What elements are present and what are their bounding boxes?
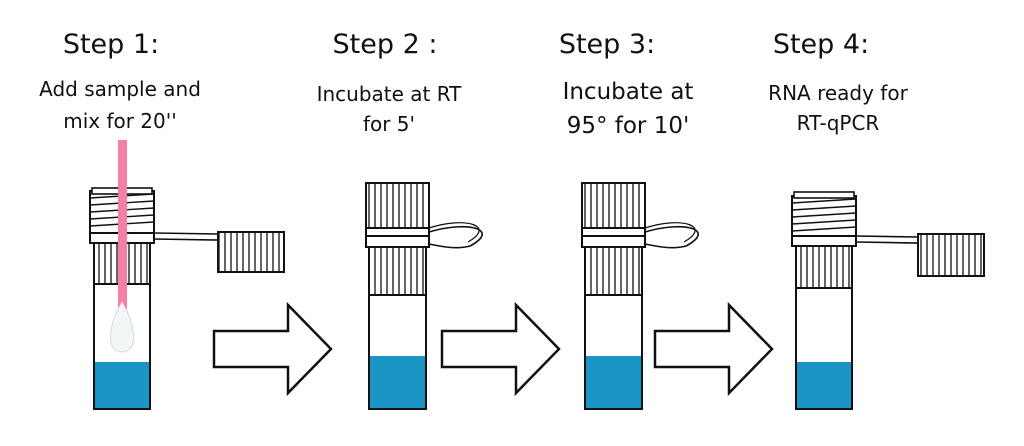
liquid	[586, 356, 641, 408]
liquid	[370, 356, 425, 408]
liquid	[95, 362, 149, 408]
step-2-title: Step 2 :	[333, 29, 438, 60]
step-2-desc-line-2: for 5'	[363, 112, 415, 136]
step-1-desc-line-1: Add sample and	[39, 77, 201, 101]
tube-icon	[791, 191, 985, 410]
step-1-title: Step 1:	[63, 29, 159, 60]
swab-tip	[109, 301, 135, 353]
step-4-desc-line-2: RT-qPCR	[797, 111, 880, 135]
step-4-desc-line-1: RNA ready for	[768, 81, 908, 105]
arrow-right-icon	[212, 301, 333, 397]
step-3-desc-line-2: 95° for 10'	[567, 113, 690, 139]
swab-stick	[118, 140, 127, 326]
arrow-right-icon	[440, 301, 561, 397]
tube-icon	[581, 182, 699, 410]
tube-icon	[365, 182, 483, 410]
liquid	[797, 362, 851, 408]
step-4-title: Step 4:	[773, 29, 869, 60]
step-3-desc-line-1: Incubate at	[563, 79, 694, 105]
arrow-right-icon	[653, 301, 774, 397]
step-3-title: Step 3:	[559, 29, 655, 60]
swab-icon	[109, 140, 135, 353]
step-1-desc-line-2: mix for 20''	[63, 109, 177, 133]
step-2-desc-line-1: Incubate at RT	[317, 82, 463, 106]
